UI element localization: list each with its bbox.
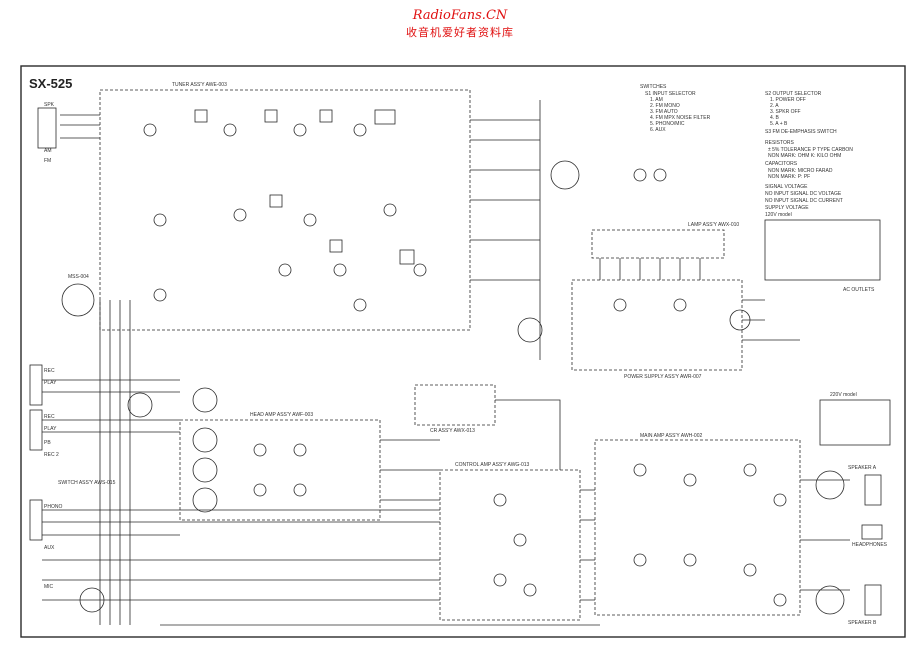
switch-note-4: 3. FM AUTO: [650, 109, 678, 115]
switch-note-7: 6. AUX: [650, 127, 666, 133]
switch-note-10: 2. A: [770, 103, 779, 109]
resistor-note-2: NON MARK: OHM K: KILO OHM: [768, 153, 842, 159]
lamp-label: LAMP ASS'Y AWX-010: [688, 222, 740, 228]
antenna-terminal: [37, 107, 57, 149]
voltage-model-label: 220V model: [830, 392, 857, 398]
switch-note-3: 2. FM MONO: [650, 103, 680, 109]
lamp-block: [591, 229, 725, 259]
tuner-label: TUNER ASS'Y AWE-003: [172, 82, 227, 88]
capacitor-note-2: NON MARK: P: PF: [768, 174, 811, 180]
control-amp-block: [439, 469, 581, 621]
switch-note-8: S2 OUTPUT SELECTOR: [765, 91, 822, 97]
switch-note-14: S3 FM DE-EMPHASIS SWITCH: [765, 129, 837, 135]
head-amp-block: [179, 419, 381, 521]
phono-jacks: [29, 499, 43, 541]
head-amp-label: HEAD AMP ASS'Y AWF-003: [250, 412, 314, 418]
connector-spk: SPK: [44, 102, 55, 108]
switch-note-11: 3. SPKR OFF: [770, 109, 801, 115]
cr-block: [414, 384, 496, 426]
legend-2: NO INPUT SIGNAL DC VOLTAGE: [765, 191, 842, 197]
main-amp-label: MAIN AMP ASS'Y AWH-002: [640, 433, 703, 439]
legend-5: 120V model: [765, 212, 792, 218]
connector-aux: AUX: [44, 545, 55, 551]
main-amp-block: [594, 439, 801, 616]
switch-note-1: S1 INPUT SELECTOR: [645, 91, 696, 97]
transformer-120v: [764, 219, 881, 281]
watermark-url: RadioFans.CN: [412, 8, 508, 23]
mss-switch: [61, 283, 95, 317]
tape-jacks-2: [29, 409, 43, 451]
switch-note-2: 1. AM: [650, 97, 663, 103]
tuner-block: [99, 89, 471, 331]
connector-fm: FM: [44, 158, 52, 164]
selector-switch-1: [550, 160, 580, 190]
selector-switch-2: [517, 317, 543, 343]
outer-frame: [20, 65, 906, 638]
resistor-note-1: ± 5% TOLERANCE P TYPE CARBON: [768, 147, 853, 153]
mss-label: MSS-004: [68, 274, 89, 280]
connector-mic: MIC: [44, 584, 54, 590]
switch-label: SWITCH ASS'Y AWS-015: [58, 480, 116, 486]
legend-3: NO INPUT SIGNAL DC CURRENT: [765, 198, 843, 204]
switch-note-5: 4. FM MPX NOISE FILTER: [650, 115, 711, 121]
watermark-subtitle: 收音机爱好者资料库: [406, 26, 514, 39]
switches-title: SWITCHES: [640, 84, 667, 90]
connector-rec2: REC 2: [44, 452, 59, 458]
connector-am: AM: [44, 148, 52, 154]
connector-phono: PHONO: [44, 504, 63, 510]
connector-headphones: HEADPHONES: [852, 542, 888, 548]
capacitors-title: CAPACITORS: [765, 161, 798, 167]
power-block: [571, 279, 743, 371]
control-amp-label: CONTROL AMP ASS'Y AWG-013: [455, 462, 530, 468]
speaker-b-switch: [815, 585, 845, 615]
legend-1: SIGNAL VOLTAGE: [765, 184, 808, 190]
connector-speaker-a: SPEAKER A: [848, 465, 877, 471]
connector-play-1: PLAY: [44, 380, 57, 386]
power-supply-label: POWER SUPPLY ASS'Y AWR-007: [624, 374, 702, 380]
switch-note-13: 5. A + B: [770, 121, 788, 127]
capacitor-note-1: NON MARK: MICRO FARAD: [768, 168, 833, 174]
switch-note-9: 1. POWER OFF: [770, 97, 806, 103]
legend-4: SUPPLY VOLTAGE: [765, 205, 809, 211]
transformer-220v: [819, 399, 891, 446]
connector-rec-1: REC: [44, 368, 55, 374]
connector-ac-outlets: AC OUTLETS: [843, 287, 875, 293]
switch-note-6: 5. PHONO/MIC: [650, 121, 685, 127]
resistors-title: RESISTORS: [765, 140, 794, 146]
connector-pb: PB: [44, 440, 51, 446]
tape-jacks-1: [29, 364, 43, 406]
model-title: SX-525: [29, 76, 73, 91]
connector-rec-2: REC: [44, 414, 55, 420]
speaker-a-switch: [815, 470, 845, 500]
cr-label: CR ASS'Y AWX-013: [430, 428, 475, 434]
switch-note-12: 4. B: [770, 115, 779, 121]
connector-speaker-b: SPEAKER B: [848, 620, 877, 626]
connector-play-2: PLAY: [44, 426, 57, 432]
